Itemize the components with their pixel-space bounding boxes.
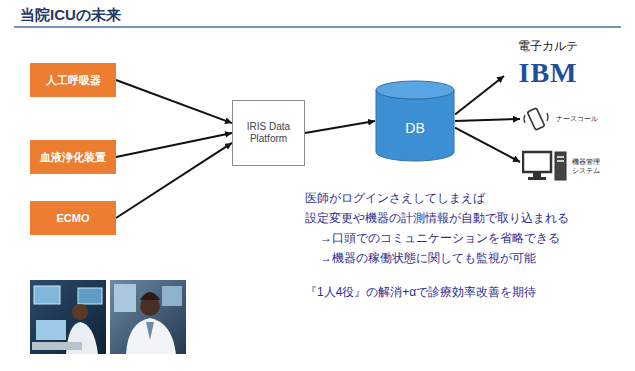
device-management-icon: 機器管理 システム: [520, 146, 620, 186]
computer-symbol: [522, 148, 568, 184]
node-label: 人工呼吸器: [46, 73, 101, 88]
node-label: IRIS Data Platform: [246, 121, 292, 146]
data-flow-arrow: [455, 128, 520, 162]
data-flow-arrow: [455, 119, 520, 121]
node-label: ECMO: [57, 212, 90, 224]
photo-doctor-standing: [110, 280, 186, 354]
vendor-logo: IBM: [519, 59, 578, 87]
data-flow-arrow: [305, 121, 375, 133]
node-label: 血液浄化装置: [40, 150, 106, 165]
platform-box: IRIS Data Platform: [232, 100, 305, 166]
note-text: 『1人4役』の解消+αで診療効率改善を期待: [305, 284, 536, 301]
node-label: ナースコール: [556, 114, 598, 124]
ehr-system: 電子カルテ IBM: [504, 34, 592, 90]
device-box: 人工呼吸器: [30, 63, 116, 97]
title-rule: [14, 26, 621, 28]
note-text: →機器の稼働状態に関しても監視が可能: [320, 250, 536, 267]
data-flow-arrow: [116, 143, 232, 218]
note-text: 医師がログインさえしてしまえば: [305, 190, 485, 207]
device-box: ECMO: [30, 201, 116, 235]
node-label: 機器管理 システム: [572, 157, 604, 175]
slide-title: 当院ICUの未来: [20, 6, 121, 25]
note-text: 設定変更や機器の計測情報が自動で取り込まれる: [305, 210, 569, 227]
data-flow-arrow: [116, 80, 232, 123]
photo-doctor-at-computer: [30, 280, 106, 354]
node-label: DB: [405, 120, 424, 136]
data-flow-arrow: [455, 76, 504, 114]
nurse-call-icon: ナースコール: [520, 102, 620, 136]
database-cylinder: DB: [375, 80, 455, 162]
note-text: →口頭でのコミュニケーションを省略できる: [320, 230, 560, 247]
smartphone-symbol: [522, 103, 550, 135]
system-heading: 電子カルテ: [518, 38, 578, 55]
device-box: 血液浄化装置: [30, 140, 116, 174]
